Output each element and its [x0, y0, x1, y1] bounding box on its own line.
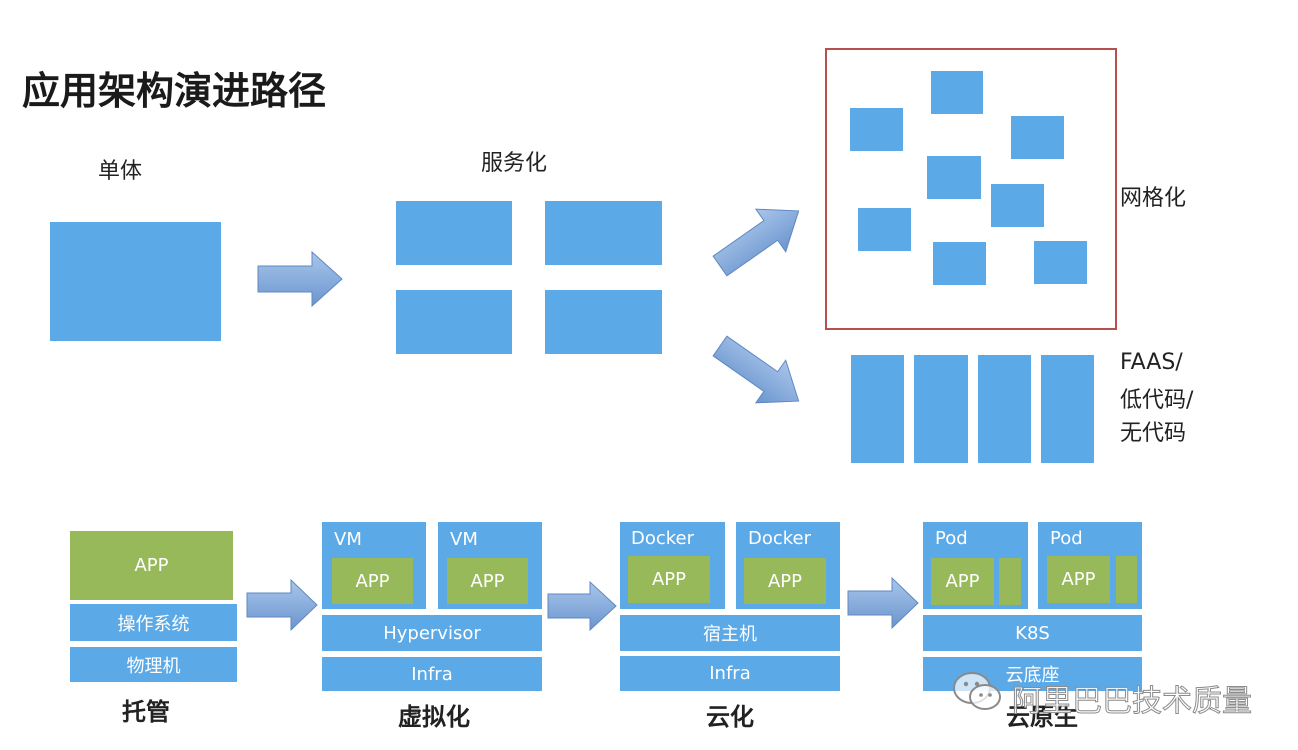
- vm-app-1: APP: [332, 558, 413, 604]
- service-block-1: [396, 201, 512, 265]
- faas-label-line-2: 低代码/: [1120, 388, 1194, 413]
- hypervisor-block: Hypervisor: [322, 615, 542, 651]
- hosting-app-block: APP: [70, 531, 233, 600]
- mesh-node: [858, 208, 911, 251]
- cloud-infra-block: Infra: [620, 656, 840, 691]
- native-caption: 云原生: [1006, 703, 1078, 731]
- page-title: 应用架构演进路径: [22, 69, 327, 113]
- faas-bar: [1041, 355, 1094, 463]
- vm-label-1: VM: [334, 529, 362, 550]
- mesh-node: [850, 108, 903, 151]
- arrow-right-icon: [847, 576, 919, 630]
- pod-label-1: Pod: [935, 528, 968, 549]
- arrow-right-icon: [257, 250, 343, 308]
- faas-bar: [851, 355, 904, 463]
- monolith-block: [50, 222, 221, 341]
- pod-app-1: APP: [931, 558, 994, 605]
- arrow-up-right-icon: [712, 208, 800, 277]
- arrow-down-right-icon: [712, 335, 800, 404]
- faas-bar: [914, 355, 968, 463]
- pod-app-2: APP: [1047, 556, 1110, 603]
- service-label: 服务化: [481, 151, 548, 176]
- docker-app-1: APP: [628, 556, 710, 603]
- mesh-frame: [825, 48, 1117, 330]
- mesh-node: [1034, 241, 1087, 284]
- docker-app-2: APP: [744, 558, 826, 604]
- mesh-node: [991, 184, 1044, 227]
- arrow-right-icon: [547, 580, 617, 632]
- monolith-label: 单体: [98, 159, 143, 184]
- pod-label-2: Pod: [1050, 528, 1083, 549]
- pod-sidecar-2: [1116, 556, 1137, 603]
- mesh-label: 网格化: [1120, 186, 1187, 211]
- watermark-text: 阿里巴巴技术质量: [1012, 684, 1253, 720]
- cloud-caption: 云化: [706, 703, 754, 731]
- mesh-node: [933, 242, 986, 285]
- hosting-hw-block: 物理机: [70, 647, 237, 682]
- hosting-os-block: 操作系统: [70, 604, 237, 641]
- host-block: 宿主机: [620, 615, 840, 651]
- faas-bar: [978, 355, 1031, 463]
- wechat-icon: [953, 672, 1001, 710]
- service-block-4: [545, 290, 662, 354]
- mesh-node: [927, 156, 981, 199]
- service-block-2: [545, 201, 662, 265]
- mesh-node: [931, 71, 983, 114]
- docker-label-2: Docker: [748, 528, 812, 549]
- faas-label-line-3: 无代码: [1120, 421, 1187, 446]
- docker-label-1: Docker: [631, 528, 695, 549]
- service-block-3: [396, 290, 512, 354]
- pod-sidecar-1: [999, 558, 1021, 605]
- vm-label-2: VM: [450, 529, 478, 550]
- hosting-caption: 托管: [122, 698, 170, 726]
- virtual-infra-block: Infra: [322, 657, 542, 691]
- arrow-right-icon: [246, 578, 318, 632]
- k8s-block: K8S: [923, 615, 1142, 651]
- mesh-node: [1011, 116, 1064, 159]
- virtual-caption: 虚拟化: [398, 703, 470, 731]
- vm-app-2: APP: [447, 558, 528, 604]
- faas-label-line-1: FAAS/: [1120, 350, 1183, 375]
